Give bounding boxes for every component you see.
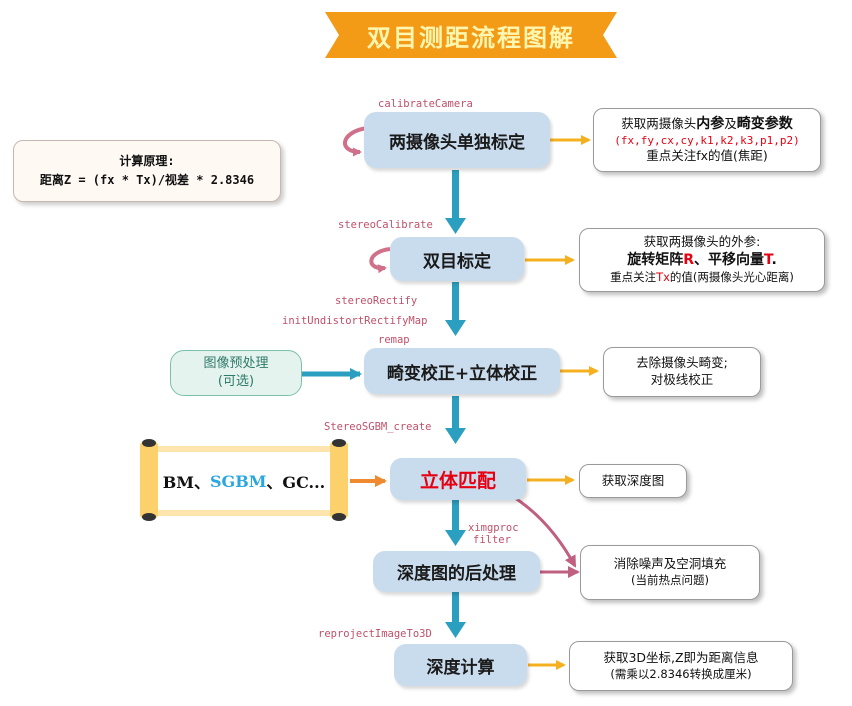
extrinsic-line3: 重点关注Tx的值(两摄像头光心距离) bbox=[610, 270, 794, 285]
coords-note-line1: 获取3D坐标,Z即为距离信息 bbox=[603, 649, 759, 665]
intrinsic-params-list: (fx,fy,cx,cy,k1,k2,k3,p1,p2) bbox=[614, 133, 800, 147]
fn-stereo-rectify: stereoRectify bbox=[335, 295, 418, 307]
extrinsic-params-note: 获取两摄像头的外参: 旋转矩阵R、平移向量T. 重点关注Tx的值(两摄像头光心距… bbox=[579, 228, 825, 292]
step-stereo-calibration: 双目标定 bbox=[390, 237, 524, 281]
flow-arrow-1 bbox=[445, 170, 466, 234]
extrinsic-line2: 旋转矩阵R、平移向量T. bbox=[627, 252, 777, 269]
fn-init-undistort-rectify-map: initUndistortRectifyMap bbox=[282, 315, 428, 327]
fn-remap: remap bbox=[378, 334, 410, 346]
noise-note-line2: (当前热点问题) bbox=[631, 573, 709, 588]
intrinsic-line1: 获取两摄像头内参及畸变参数 bbox=[621, 115, 793, 132]
note-arrows bbox=[525, 135, 599, 670]
loop-arrow-stereo-calib bbox=[369, 247, 391, 274]
fn-filter: filter bbox=[473, 534, 511, 546]
preprocess-label: 图像预处理 bbox=[203, 356, 269, 372]
algorithm-sgbm: SGBM bbox=[209, 471, 267, 491]
algorithm-bm: BM、 bbox=[162, 473, 210, 492]
depth-map-text: 获取深度图 bbox=[601, 472, 665, 488]
preprocess-box: 图像预处理 (可选) bbox=[170, 350, 302, 396]
extrinsic-line1: 获取两摄像头的外参: bbox=[643, 234, 761, 250]
step-depth-calculation: 深度计算 bbox=[394, 644, 527, 686]
scroll-graphic bbox=[140, 439, 348, 521]
title-banner bbox=[325, 12, 617, 58]
rectify-note: 去除摄像头畸变; 对极线校正 bbox=[603, 347, 761, 397]
flow-arrow-3 bbox=[445, 396, 466, 444]
rectify-note-line2: 对极线校正 bbox=[650, 372, 714, 387]
depth-map-note: 获取深度图 bbox=[579, 464, 687, 498]
step-rectification: 畸变校正+立体校正 bbox=[364, 348, 560, 394]
flow-arrow-5 bbox=[445, 592, 466, 638]
fn-stereo-sgbm-create: StereoSGBM_create bbox=[324, 421, 432, 433]
flow-arrow-2 bbox=[445, 282, 466, 336]
loop-arrow-single-calib bbox=[343, 126, 368, 157]
intrinsic-params-note: 获取两摄像头内参及畸变参数 (fx,fy,cx,cy,k1,k2,k3,p1,p… bbox=[593, 108, 821, 172]
formula-expression: 距离Z = (fx * Tx)/视差 * 2.8346 bbox=[39, 173, 255, 187]
formula-box: 计算原理: 距离Z = (fx * Tx)/视差 * 2.8346 bbox=[13, 140, 281, 202]
step-stereo-matching: 立体匹配 bbox=[390, 458, 526, 500]
rectify-note-line1: 去除摄像头畸变; bbox=[636, 355, 728, 371]
arrow-matching-to-noise bbox=[511, 494, 577, 568]
noise-note-line1: 消除噪声及空洞填充 bbox=[613, 556, 727, 572]
intrinsic-focus: 重点关注fx的值(焦距) bbox=[646, 148, 768, 164]
fn-calibrate-camera: calibrateCamera bbox=[378, 98, 473, 110]
step-depth-postprocess: 深度图的后处理 bbox=[373, 551, 540, 592]
preprocess-optional: (可选) bbox=[217, 374, 255, 389]
formula-heading: 计算原理: bbox=[119, 153, 175, 168]
page-title: 双目测距流程图解 bbox=[367, 22, 575, 52]
algorithm-gc: 、GC... bbox=[266, 473, 326, 492]
algorithms-list: BM、SGBM、GC... bbox=[156, 452, 332, 510]
flow-arrow-4 bbox=[445, 500, 466, 546]
fn-reproject-image-to-3d: reprojectImageTo3D bbox=[318, 628, 432, 640]
fn-ximgproc: ximgproc bbox=[468, 522, 519, 534]
noise-note: 消除噪声及空洞填充 (当前热点问题) bbox=[580, 545, 760, 600]
step-single-camera-calibration: 两摄像头单独标定 bbox=[364, 112, 550, 168]
coords-note-line2: (需乘以2.8346转换成厘米) bbox=[610, 666, 752, 681]
coords-note: 获取3D坐标,Z即为距离信息 (需乘以2.8346转换成厘米) bbox=[569, 641, 793, 691]
flow-arrows bbox=[445, 170, 466, 638]
fn-stereo-calibrate: stereoCalibrate bbox=[338, 219, 433, 231]
